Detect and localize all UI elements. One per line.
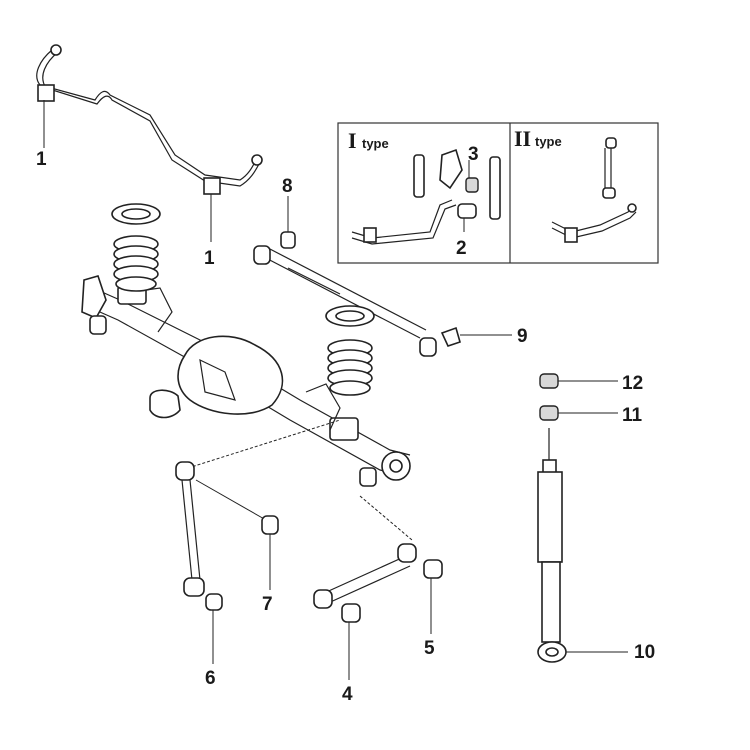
lower-arm	[313, 495, 443, 680]
shock-absorber	[537, 373, 628, 663]
coil-spring-right	[325, 305, 375, 396]
callout-7: 7	[262, 594, 273, 615]
callout-10: 10	[634, 642, 655, 663]
callout-2: 2	[456, 238, 467, 259]
callout-5: 5	[424, 638, 435, 659]
callout-6: 6	[205, 668, 216, 689]
callout-11: 11	[622, 405, 643, 426]
washer-11-icon	[539, 405, 559, 421]
callout-1a: 1	[36, 149, 47, 170]
bushing-1b-icon	[203, 177, 221, 195]
bump-stop-9-icon	[440, 326, 461, 347]
callout-3: 3	[468, 144, 479, 165]
lateral-rod	[175, 419, 341, 664]
callout-12: 12	[622, 373, 643, 394]
inset-type2-roman: II	[514, 126, 531, 151]
bushing-4-icon	[341, 603, 361, 623]
callout-1b: 1	[204, 248, 215, 269]
bushing-7-icon	[261, 515, 279, 535]
callout-9: 9	[517, 326, 528, 347]
inset-type1-label: type	[362, 136, 389, 151]
callout-8: 8	[282, 176, 293, 197]
inset-box: I type II type	[337, 122, 659, 264]
upper-arm	[253, 196, 512, 357]
washer-12-icon	[539, 373, 559, 389]
bushing-1a-icon	[37, 84, 55, 102]
bushing-8-icon	[280, 231, 296, 249]
bushing-5-icon	[423, 559, 443, 579]
rear-axle	[81, 275, 411, 487]
bushing-6-icon	[205, 593, 223, 611]
callout-4: 4	[342, 684, 353, 705]
stabilizer-bar	[36, 44, 263, 242]
inset-type1-roman: I	[348, 128, 357, 153]
inset-type2-label: type	[535, 134, 562, 149]
coil-spring-left	[111, 203, 161, 292]
